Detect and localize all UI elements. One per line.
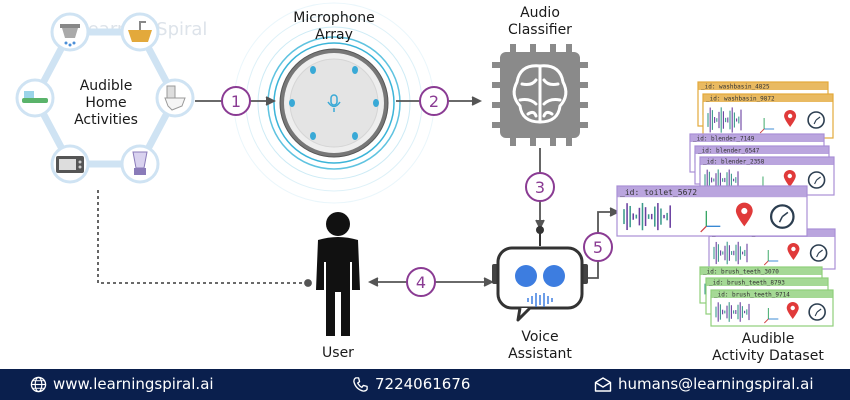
footer-website-text: www.learningspiral.ai — [53, 375, 214, 393]
footer-phone-text: 7224061676 — [375, 375, 471, 393]
footer-email-text: humans@learningspiral.ai — [618, 375, 814, 393]
kitchen-sink-icon — [120, 12, 160, 52]
globe-icon — [30, 376, 47, 392]
step-5: 5 — [583, 232, 613, 262]
footer-bar: www.learningspiral.ai 7224061676 humans@… — [0, 369, 850, 400]
location-pin-icon — [783, 170, 796, 187]
mail-icon — [594, 376, 612, 392]
dataset-record-id: _id: brush_teeth_8793 — [709, 280, 785, 287]
dataset-record-id: _id: washbasin_4825 — [701, 84, 770, 91]
user-label: User — [322, 345, 354, 361]
svg-text:3: 3 — [535, 178, 545, 197]
toothbrush-icon — [15, 78, 55, 118]
step-3: 3 — [525, 172, 555, 202]
toilet-icon — [155, 78, 195, 118]
dataset-record-id: _id: brush_teeth_9714 — [714, 292, 790, 299]
dataset-record-id: _id: washbasin_9872 — [706, 96, 775, 103]
washbasin-icon — [50, 12, 90, 52]
phone-icon — [353, 376, 368, 392]
person-icon — [316, 212, 360, 336]
robot-icon — [492, 226, 588, 322]
dataset-card: _id: brush_teeth_9714 — [710, 289, 834, 327]
svg-text:4: 4 — [416, 273, 426, 292]
location-pin-icon — [784, 110, 797, 127]
dataset-record-id: _id: blender_7149 — [693, 136, 755, 143]
location-pin-icon — [735, 202, 753, 227]
svg-text:5: 5 — [593, 238, 603, 257]
step-1: 1 — [221, 86, 251, 116]
location-pin-icon — [786, 302, 799, 319]
step-4: 4 — [406, 267, 436, 297]
microphone-icon — [327, 94, 341, 112]
brain-chip-icon — [512, 64, 568, 124]
step-markers: 1 2 3 4 5 — [221, 86, 613, 297]
svg-text:2: 2 — [429, 92, 439, 111]
user: User — [316, 212, 360, 361]
microwave-icon — [50, 144, 90, 184]
dataset-record-id: _id: blender_6547 — [698, 148, 760, 155]
location-pin-icon — [787, 243, 800, 260]
dataset-record-id: _id: brush_teeth_3070 — [703, 269, 779, 276]
dataset-record-id: _id: blender_2358 — [703, 159, 765, 166]
dataset-card: _id: washbasin_9872 — [702, 93, 834, 139]
footer-email[interactable]: humans@learningspiral.ai — [594, 375, 814, 393]
activity-dataset: _id: washbasin_4825 _id: washbasin_9872 _i… — [616, 81, 836, 327]
svg-text:1: 1 — [231, 92, 241, 111]
dataset-record-id: _id: toilet_5672 — [620, 188, 697, 197]
step-2: 2 — [419, 86, 449, 116]
footer-phone[interactable]: 7224061676 — [352, 375, 470, 393]
footer-website[interactable]: www.learningspiral.ai — [30, 375, 214, 393]
dataset-card-featured: _id: toilet_5672 — [616, 185, 808, 237]
blender-icon — [120, 144, 160, 184]
